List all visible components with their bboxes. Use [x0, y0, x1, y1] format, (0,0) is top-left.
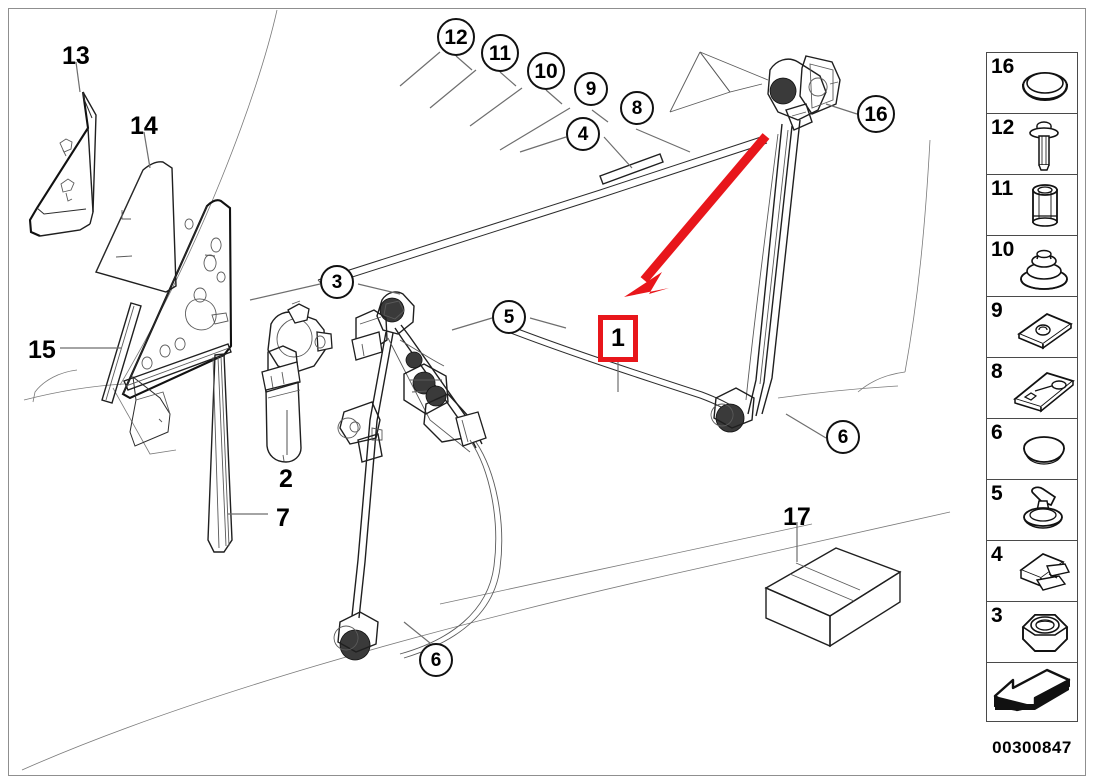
highlighted-part-label: 1: [611, 324, 625, 352]
legend-row-9[interactable]: 9: [987, 297, 1077, 358]
legend-row-8[interactable]: 8: [987, 358, 1077, 419]
retaining-plate-icon: [1017, 312, 1073, 350]
part-label-2[interactable]: 2: [279, 467, 293, 492]
legend-number-label: 11: [991, 177, 1014, 200]
hex-flange-bolt-icon: [1029, 121, 1059, 171]
callout-bubble-6-right[interactable]: 6: [826, 420, 860, 454]
legend-number-label: 5: [991, 482, 1003, 505]
clip-plate-icon: [1013, 371, 1075, 413]
callout-bubble-6-bottom[interactable]: 6: [419, 643, 453, 677]
legend-row-4[interactable]: 4: [987, 541, 1077, 602]
rubber-grommet-icon: [1020, 249, 1068, 290]
leader-lines: [60, 51, 858, 644]
part-4-5-window-seal-rail: [317, 135, 768, 417]
callout-bubble-8[interactable]: 8: [620, 91, 654, 125]
forward-arrow-icon: [993, 668, 1071, 712]
hex-lock-nut-icon: [1021, 614, 1069, 652]
legend-row-6[interactable]: 6: [987, 419, 1077, 480]
part-label-17[interactable]: 17: [783, 505, 811, 530]
legend-row-16[interactable]: 16: [987, 53, 1077, 114]
legend-number-label: 4: [991, 543, 1003, 566]
callout-label: 8: [631, 97, 643, 119]
callout-bubble-3[interactable]: 3: [320, 265, 354, 299]
callout-bubble-9[interactable]: 9: [574, 72, 608, 106]
part-label-7[interactable]: 7: [276, 506, 290, 531]
part-17-carton: [764, 547, 902, 648]
legend-number-label: 16: [991, 55, 1015, 78]
part-label-text: 15: [28, 336, 56, 364]
callout-label: 11: [488, 41, 512, 65]
legend-number-label: 8: [991, 360, 1003, 383]
parts-legend-table: 16 12 11: [986, 52, 1078, 722]
legend-number-label: 9: [991, 299, 1003, 322]
callout-label: 3: [331, 271, 343, 293]
expanding-rivet-icon: [1023, 486, 1063, 529]
right-guide-rail-assembly: [669, 51, 841, 433]
part-label-15[interactable]: 15: [28, 338, 56, 363]
callout-label: 9: [585, 78, 597, 100]
blanking-plug-icon: [1023, 436, 1065, 465]
legend-row-12[interactable]: 12: [987, 114, 1077, 175]
red-arrow-head: [624, 272, 669, 297]
o-ring-seal-icon: [1022, 72, 1068, 102]
part-label-14[interactable]: 14: [130, 114, 158, 139]
legend-row-10[interactable]: 10: [987, 236, 1077, 297]
legend-number-label: 10: [991, 238, 1015, 261]
diagram-number: 00300847: [992, 738, 1072, 757]
callout-bubble-11[interactable]: 11: [481, 34, 519, 72]
callout-bubble-4[interactable]: 4: [566, 117, 600, 151]
window-regulator-assembly: [333, 291, 503, 661]
highlighted-part-number-1[interactable]: 1: [598, 315, 638, 362]
part-15-channel-strip: [101, 302, 142, 404]
legend-row-5[interactable]: 5: [987, 480, 1077, 541]
callout-bubble-10[interactable]: 10: [527, 52, 565, 90]
callout-label: 6: [837, 426, 849, 448]
part-label-text: 2: [279, 465, 293, 493]
legend-number-label: 3: [991, 604, 1003, 627]
part-label-13[interactable]: 13: [62, 44, 90, 69]
callout-bubble-12[interactable]: 12: [437, 18, 475, 56]
callout-bubble-5[interactable]: 5: [492, 300, 526, 334]
callout-label: 10: [534, 59, 558, 83]
callout-label: 16: [864, 102, 888, 126]
part-2-window-lift-motor: [261, 300, 333, 463]
red-arrow-shaft: [640, 133, 770, 283]
spacer-sleeve-icon: [1032, 184, 1058, 227]
callout-label: 6: [430, 649, 442, 671]
part-13-window-frame-seal: [28, 91, 97, 237]
callout-label: 5: [503, 306, 515, 328]
part-label-text: 13: [62, 42, 90, 70]
legend-number-label: 6: [991, 421, 1003, 444]
part-7-window-guide-rail: [207, 353, 233, 553]
legend-row-3[interactable]: 3: [987, 602, 1077, 663]
part-label-text: 14: [130, 112, 158, 140]
callout-bubble-16[interactable]: 16: [857, 95, 895, 133]
legend-number-label: 12: [991, 116, 1015, 139]
legend-row-direction: [987, 663, 1077, 721]
part-label-text: 7: [276, 504, 290, 532]
spring-clip-icon: [1019, 553, 1071, 591]
door-inner-panel: [121, 199, 233, 447]
part-label-text: 17: [783, 503, 811, 531]
callout-label: 12: [444, 25, 468, 49]
callout-label: 4: [577, 123, 589, 145]
legend-row-11[interactable]: 11: [987, 175, 1077, 236]
